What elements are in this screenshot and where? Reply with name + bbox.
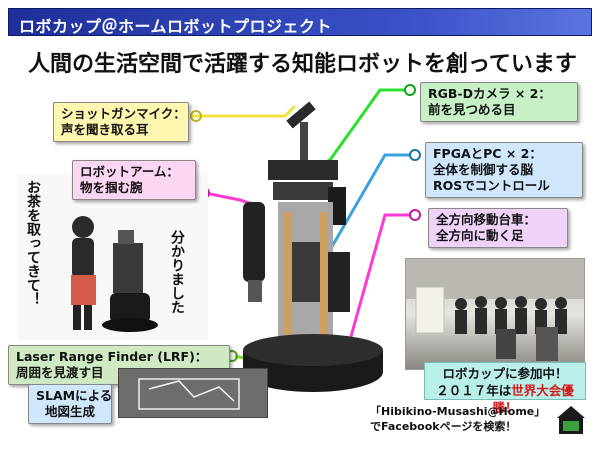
camera-leader-dot: [404, 84, 416, 96]
facebook-search-hint: でFacebookページを検索！: [370, 420, 517, 433]
fpga-callout: FPGAとPC × 2： 全体を制御する脳 ROSでコントロール: [425, 142, 583, 198]
camera-callout-desc: 前を見つめる目: [428, 102, 516, 117]
team-photo: [405, 258, 585, 370]
mic-leader-dot: [190, 110, 202, 122]
home-scene-photo: [18, 175, 208, 340]
team-banner: ロボカップに参加中！ ２０１７年は世界大会優勝！: [424, 362, 586, 415]
title-bar: ロボカップ＠ホームロボットプロジェクト: [8, 8, 592, 36]
lrf-callout-title: Laser Range Finder (LRF)：: [16, 349, 208, 364]
team-logo-icon: [557, 406, 585, 434]
speech-reply: 分かりました: [169, 230, 185, 314]
team-banner-line2: ２０１７年は世界大会優勝！: [425, 382, 585, 416]
mic-callout-title: ショットガンマイク：: [61, 106, 186, 121]
team-logo: [555, 404, 587, 436]
slide-title: ロボカップ＠ホームロボットプロジェクト: [19, 17, 333, 36]
team-banner-year: ２０１７年は: [436, 383, 512, 398]
mic-leader-line: [190, 104, 297, 118]
arm-callout-desc: 物を掴む腕: [80, 180, 143, 195]
fpga-callout-ros: ROSでコントロール: [433, 178, 550, 193]
camera-callout-title: RGB-Dカメラ × 2：: [428, 86, 551, 101]
arm-callout: ロボットアーム： 物を掴む腕: [72, 160, 196, 200]
slam-callout: SLAMによる 地図生成: [28, 384, 112, 424]
robot-photo: [228, 92, 398, 400]
mic-callout-desc: 声を聞き取る耳: [61, 122, 149, 137]
slam-callout-title: SLAMによる: [36, 388, 113, 403]
slam-map-illustration: [138, 378, 240, 410]
facebook-page-name: 「Hibikino-Musashi@Home」: [370, 405, 546, 418]
speech-request: お茶を取ってきて！: [25, 180, 41, 306]
facebook-footer: 「Hibikino-Musashi@Home」 でFacebookページを検索！: [370, 404, 550, 434]
slam-map-image: [118, 368, 268, 418]
base-callout-desc: 全方向に動く足: [436, 228, 524, 243]
mic-callout: ショットガンマイク： 声を聞き取る耳: [53, 102, 189, 142]
slam-callout-desc: 地図生成: [44, 404, 95, 419]
lrf-callout-desc: 周囲を見渡す目: [16, 365, 104, 380]
robot-illustration: [243, 101, 383, 392]
home-scene-illustration: [71, 216, 158, 332]
team-photo-illustration: [406, 259, 584, 361]
base-leader-dot: [409, 209, 421, 221]
team-banner-line1: ロボカップに参加中！: [442, 366, 568, 381]
camera-callout: RGB-Dカメラ × 2： 前を見つめる目: [420, 82, 578, 122]
arm-callout-title: ロボットアーム：: [80, 164, 179, 179]
base-callout: 全方向移動台車： 全方向に動く足: [428, 208, 568, 248]
team-banner-exclaim: ！: [505, 400, 518, 415]
fpga-leader-dot: [409, 149, 421, 161]
team-banner-achievement: 世界大会優勝: [492, 383, 574, 415]
fpga-callout-title: FPGAとPC × 2：: [433, 146, 542, 161]
slide-subtitle: 人間の生活空間で活躍する知能ロボットを創っています: [28, 52, 577, 77]
base-callout-title: 全方向移動台車：: [436, 212, 537, 227]
fpga-callout-desc: 全体を制御する脳: [433, 162, 534, 177]
